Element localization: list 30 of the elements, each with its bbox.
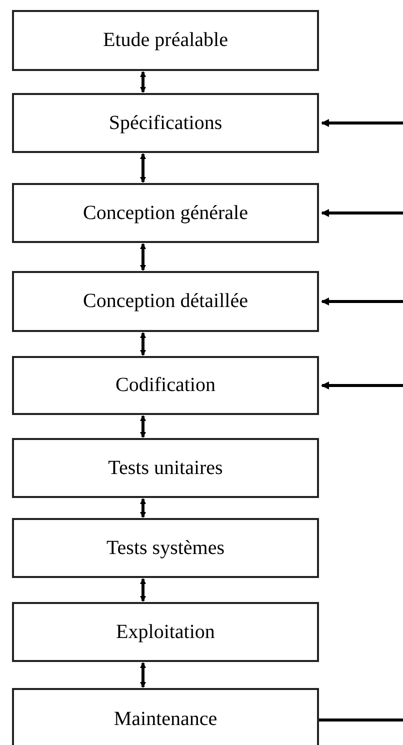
process-box [12, 438, 319, 498]
step-label: Tests systèmes [106, 536, 225, 560]
arrow [140, 332, 146, 356]
arrow [140, 578, 146, 602]
process-box [12, 356, 319, 415]
arrow [140, 415, 146, 438]
step-label: Conception générale [83, 200, 248, 226]
process-box [12, 93, 319, 153]
process-box [12, 602, 319, 662]
arrow [321, 298, 403, 306]
step-label: Tests unitaires [108, 456, 223, 480]
arrow [321, 119, 403, 127]
arrow [321, 209, 403, 217]
process-box [12, 518, 319, 578]
step-label: Maintenance [114, 706, 218, 732]
process-box [12, 688, 319, 745]
arrow [321, 382, 403, 390]
step-label: Etude préalable [103, 28, 228, 53]
arrow [140, 662, 146, 688]
step-label: Exploitation [116, 620, 215, 644]
arrow [140, 71, 146, 93]
step-label: Codification [116, 373, 216, 398]
step-label: Spécifications [108, 110, 222, 136]
step-label: Conception détaillée [83, 289, 248, 314]
arrow [140, 243, 146, 271]
arrow [140, 153, 146, 183]
arrow [140, 498, 146, 518]
process-box [12, 271, 319, 332]
process-box [12, 183, 319, 243]
process-box [12, 10, 319, 71]
